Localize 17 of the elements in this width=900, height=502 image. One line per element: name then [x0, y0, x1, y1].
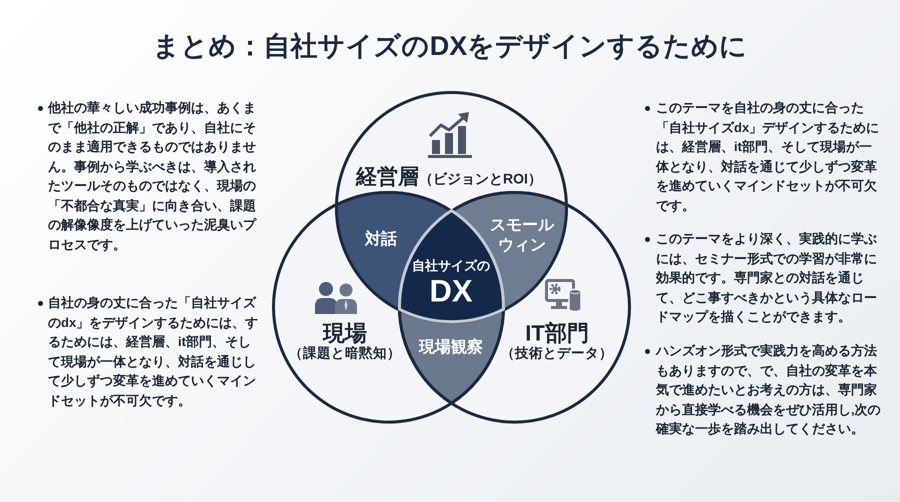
circle-subtitle: （ビジョンとROI）: [419, 170, 542, 188]
circle-title: 現場: [322, 319, 367, 346]
bullet-text: 他社の華々しい成功事例は、あくまで「他社の正解」であり、自社にそのまま適用できるものではありません。事例から学ぶべきは、導入されたツールそのものではなく、現場の「不都合な真実」に向き合い、課題の解像像度を上げていった泥臭いプロセスです。: [48, 99, 258, 254]
region-label: スモールウィン: [489, 216, 556, 256]
region-label: 対話: [364, 230, 397, 250]
bullet-text: このテーマをより深く、実践的に学ぶには、セミナー形式での学習が非常に効果的です。専門家との対話を通じて、どこ事すべきかという具体なロードマップを描くことができます。: [656, 230, 878, 326]
center-title: DX: [429, 272, 473, 311]
bullet-text: 自社の身の丈に合った「自社サイズのdx」をデザインするためには、するためには、経営層、it部門、そして現場が一体となり、対話を通じして少しずつ変革を進めていくマインドセットが不可欠です。: [48, 294, 260, 410]
circle-title: IT部門: [525, 319, 589, 346]
title: まとめ：自社サイズのDXをデザインするために: [152, 30, 748, 63]
bullet-text: このテーマを自社の身の丈に合った「自社サイズdx」デザインするためには、経営層、it部門、そして現場が一体となり、対話を通じて少しずつ変革を進めていくマインドセットが不可欠です。: [656, 99, 880, 215]
circle-title: 経営層: [356, 164, 420, 190]
center-label: 自社サイズの: [412, 258, 490, 274]
region-label: 現場観察: [418, 338, 483, 358]
bullet-text: ハンズオン形式で実践力を高める方法もありますので、で、自社の変革を本気で進めたいとお考えの方は、専門家から直接学べる機会をぜひ活用し,次の確実な一歩を踏み出してください。: [656, 342, 882, 438]
circle-subtitle: （課題と暗黙知）: [288, 346, 401, 362]
circle-subtitle: （技術とデータ）: [501, 346, 613, 362]
